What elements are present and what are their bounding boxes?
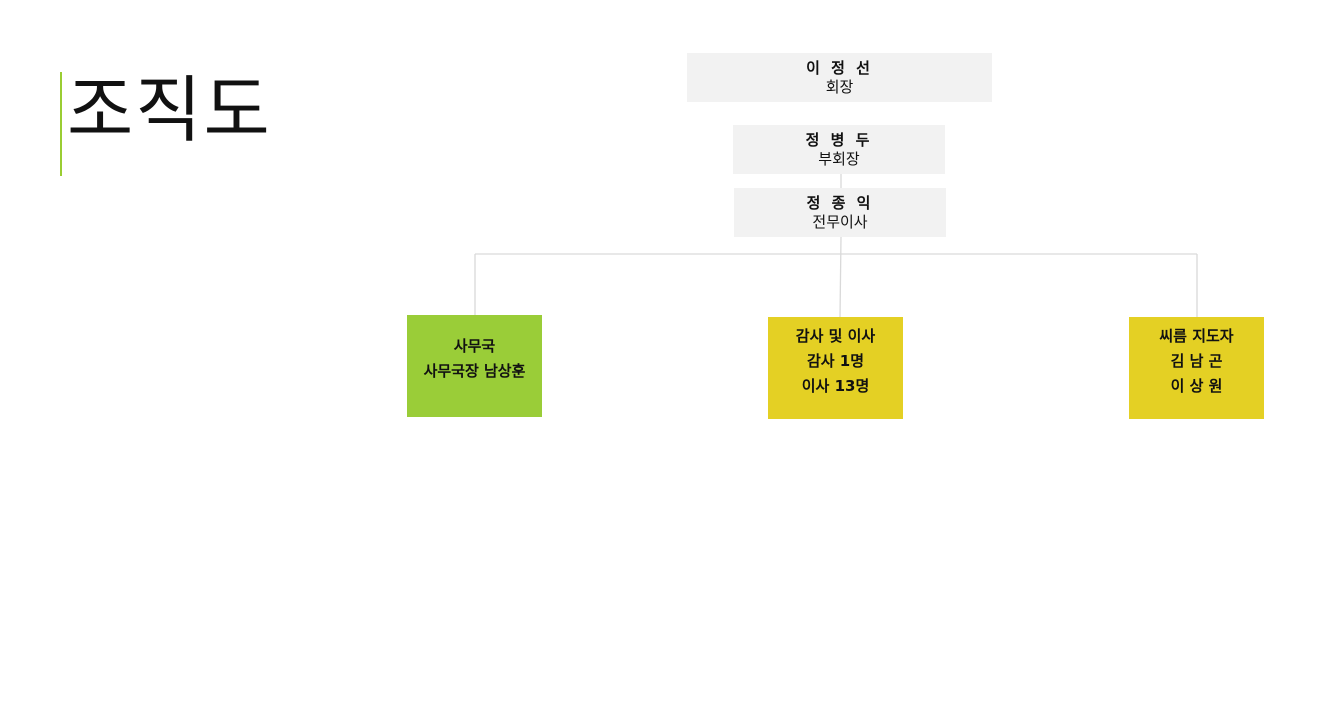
chairman-box: 이 정 선 회장 [687, 53, 992, 102]
auditors-directors-line: 감사 1명 [806, 351, 865, 370]
wrestling-coaches-box: 씨름 지도자 김 남 곤 이 상 원 [1129, 317, 1264, 419]
wrestling-coaches-line: 씨름 지도자 [1159, 326, 1234, 345]
connector-director-down [839, 236, 842, 318]
auditors-directors-line: 이사 13명 [801, 376, 870, 395]
managing-director-name: 정 종 익 [806, 193, 874, 212]
managing-director-role: 전무이사 [812, 212, 868, 231]
wrestling-coaches-line: 김 남 곤 [1170, 351, 1223, 370]
vice-chairman-box: 정 병 두 부회장 [733, 125, 945, 174]
auditors-directors-box: 감사 및 이사 감사 1명 이사 13명 [768, 317, 903, 419]
chairman-role: 회장 [825, 77, 854, 96]
secretariat-line: 사무국 [453, 337, 496, 355]
wrestling-coaches-line: 이 상 원 [1170, 376, 1223, 395]
managing-director-box: 정 종 익 전무이사 [734, 188, 946, 237]
vice-chairman-role: 부회장 [818, 149, 860, 168]
page-title: 조직도 [67, 68, 272, 152]
chairman-name: 이 정 선 [806, 58, 873, 77]
vice-chairman-name: 정 병 두 [805, 130, 873, 149]
secretariat-box: 사무국 사무국장 남상훈 [407, 315, 542, 417]
title-accent-bar [60, 72, 62, 176]
secretariat-line: 사무국장 남상훈 [423, 362, 526, 380]
auditors-directors-line: 감사 및 이사 [795, 326, 876, 345]
